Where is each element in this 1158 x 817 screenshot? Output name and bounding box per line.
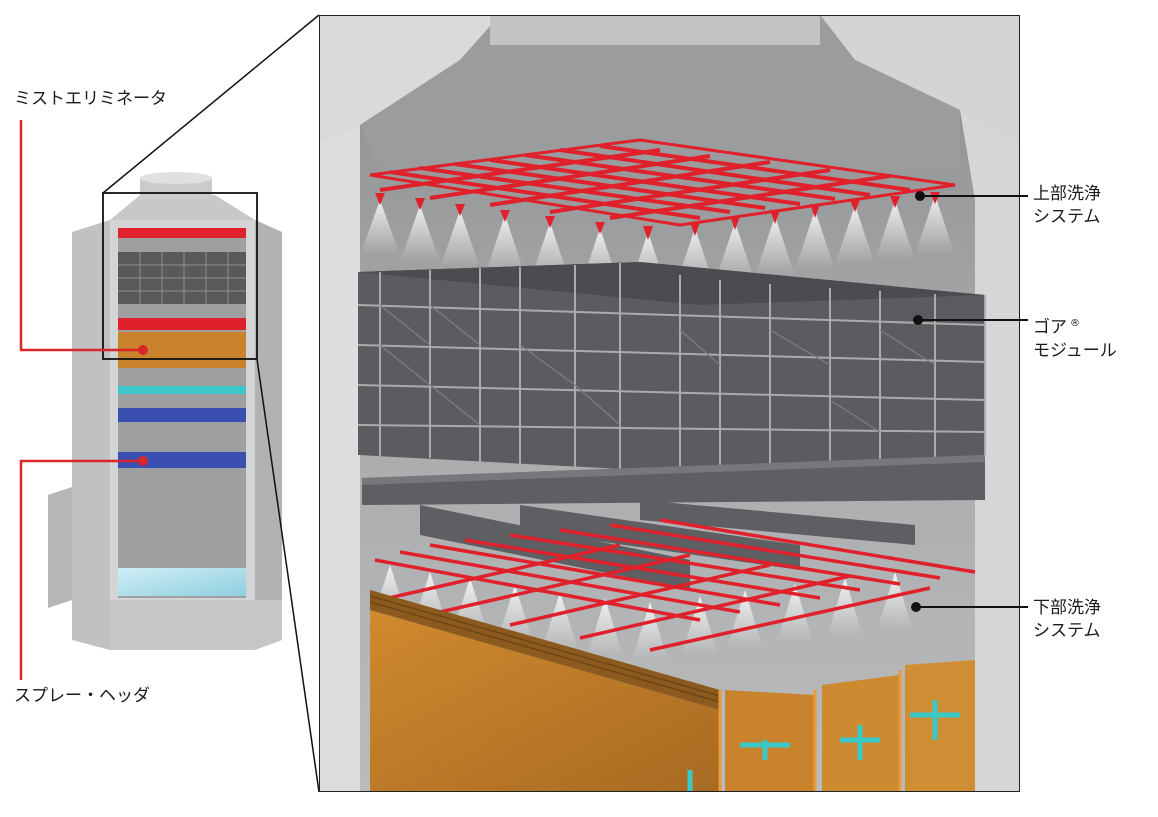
- projection-line-top: [102, 14, 320, 194]
- spray-header-label: スプレー・ヘッダ: [14, 686, 150, 706]
- tower-hood: [110, 195, 255, 220]
- upper-wash-label: 上部洗浄 システム: [1033, 183, 1101, 229]
- lower-wash-pipes: [374, 518, 976, 652]
- left-wall: [319, 125, 360, 792]
- tower-base: [110, 600, 282, 650]
- orange-media-panels: [369, 590, 975, 792]
- upper-wash-label-line2: システム: [1033, 207, 1101, 227]
- spray-callout-line: [19, 459, 143, 680]
- mist-callout-line: [19, 120, 143, 352]
- upper-wash-pipes: [369, 138, 956, 227]
- hood-left-wall: [319, 15, 500, 140]
- projection-line-bottom: [256, 358, 320, 793]
- hood-ceiling: [360, 15, 960, 170]
- right-callouts: [911, 191, 1028, 612]
- lower-wash-label-line2: システム: [1033, 621, 1101, 641]
- cyan-spray-nozzles: [687, 700, 960, 792]
- mini-blue-spray-1: [118, 408, 246, 422]
- tower-overview: [48, 172, 282, 650]
- exhaust-stack: [490, 15, 820, 45]
- mini-blue-spray-2: [118, 452, 246, 468]
- mini-sump-water: [118, 568, 246, 596]
- zoom-highlight-box: [102, 192, 258, 360]
- zoom-view: [319, 15, 1020, 792]
- support-beams: [362, 455, 985, 590]
- tower-stack-top: [140, 172, 212, 184]
- mini-cyan-spray: [118, 386, 246, 394]
- gore-module-label-line2: モジュール: [1033, 340, 1117, 361]
- mini-lower-spray: [118, 318, 246, 330]
- gore-module-label: ゴア® モジュール: [1033, 312, 1117, 363]
- gore-module-block: [357, 262, 986, 470]
- registered-mark: ®: [1070, 318, 1080, 329]
- tower-side-box: [48, 487, 72, 608]
- hood-right-wall: [820, 15, 1020, 140]
- tower-body: [72, 220, 110, 650]
- lower-wash-label: 下部洗浄 システム: [1033, 597, 1101, 643]
- mini-upper-spray: [118, 228, 246, 238]
- mini-module-grid: [118, 252, 246, 304]
- tower-stack: [140, 178, 212, 200]
- mist-eliminator-label: ミストエリミネータ: [14, 89, 167, 109]
- upper-wash-label-line1: 上部洗浄: [1033, 184, 1101, 204]
- gore-module-label-line1: ゴア: [1033, 317, 1067, 338]
- right-wall: [960, 110, 1020, 792]
- lower-wash-label-line1: 下部洗浄: [1033, 598, 1101, 618]
